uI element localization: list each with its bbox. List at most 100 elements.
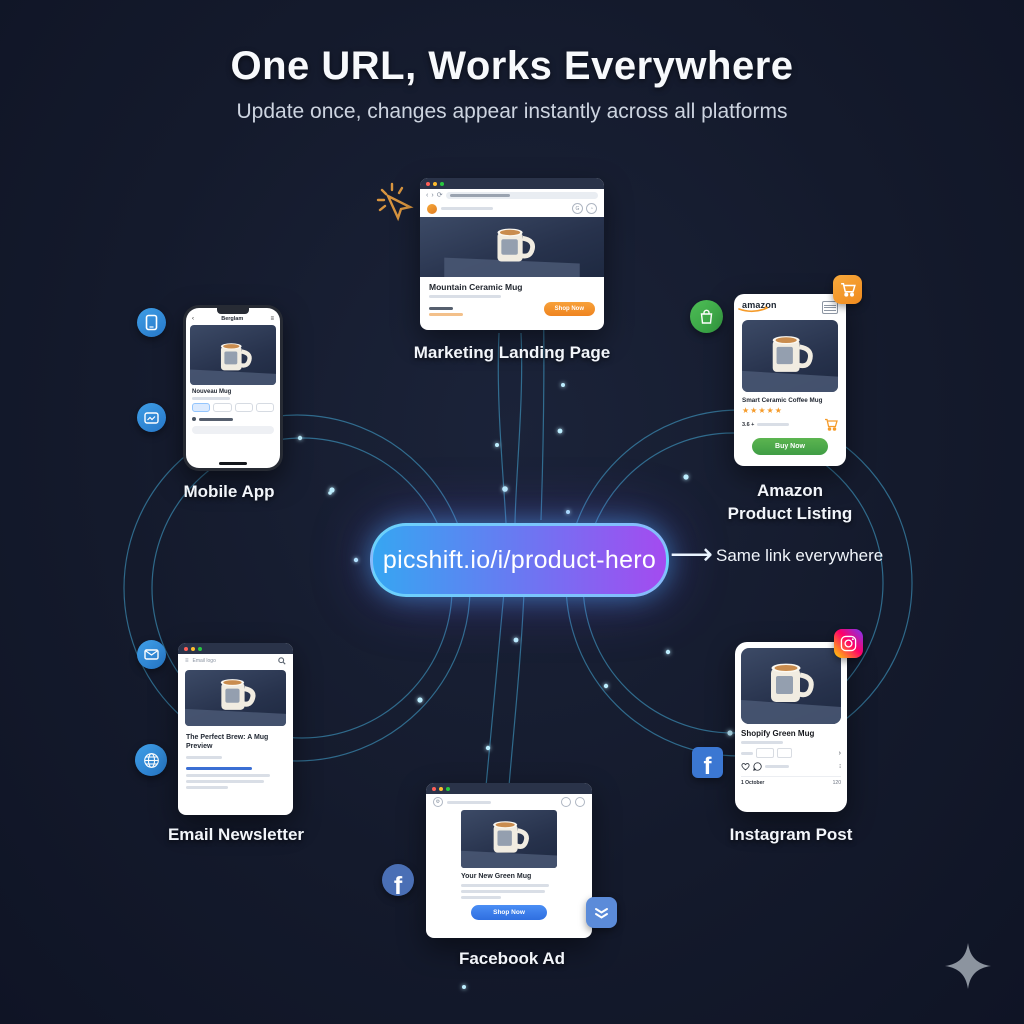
- back-icon[interactable]: ‹: [192, 316, 194, 322]
- location-pin-icon: [192, 417, 196, 421]
- back-icon[interactable]: ‹: [426, 192, 429, 199]
- email-newsletter-mockup: ≡ Email logo The Perfect Brew: A Mug Pre…: [178, 643, 293, 815]
- caption-placeholder: [765, 765, 789, 768]
- sparkle-icon: [945, 943, 991, 989]
- page-title: One URL, Works Everywhere: [230, 44, 794, 88]
- landing-titlebar: [420, 178, 604, 189]
- fb-toolbar-placeholder: [447, 800, 491, 804]
- email-toolbar-title: Email logo: [192, 657, 216, 664]
- site-name-placeholder: [441, 207, 493, 210]
- instagram-product-title: Shopify Green Mug: [741, 729, 815, 738]
- short-url-pill[interactable]: picshift.io/i/product-hero: [370, 523, 669, 597]
- mobile-input-placeholder[interactable]: [192, 426, 274, 434]
- fb-shop-button[interactable]: Shop Now: [471, 905, 547, 920]
- menu-icon[interactable]: ≡: [270, 316, 274, 322]
- landing-product-image: [420, 217, 604, 277]
- email-link-placeholder[interactable]: [186, 766, 252, 770]
- email-body-line: [186, 785, 228, 789]
- amazon-logo: amazon: [742, 300, 777, 310]
- tab-chip[interactable]: [234, 403, 253, 412]
- review-count-placeholder: [757, 423, 790, 426]
- amazon-product-title: Smart Ceramic Coffee Mug: [742, 397, 823, 404]
- facebook-product-image: [461, 810, 557, 868]
- mobile-tabs[interactable]: [186, 400, 280, 415]
- globe-icon: [135, 744, 167, 776]
- google-icon[interactable]: G: [572, 203, 583, 214]
- settings-icon[interactable]: [561, 797, 571, 807]
- landing-page-mockup: ‹ › ⟳ G ◔ Mountain Ceramic Mug: [420, 178, 604, 330]
- amazon-listing-mockup: amazon Smart Ceramic Coffee Mug ★★★★★ 3.…: [734, 294, 846, 466]
- tab-chip[interactable]: [213, 403, 232, 412]
- amazon-label-line1: Amazon: [756, 481, 824, 500]
- instagram-product-image: [741, 648, 841, 724]
- fb-body-line: [461, 884, 549, 887]
- mobile-location-row: [186, 415, 280, 423]
- minimize-dot-icon: [433, 181, 437, 186]
- instagram-count: 120: [832, 780, 841, 786]
- landing-header: G ◔: [420, 200, 604, 217]
- email-body-line: [186, 773, 270, 777]
- landing-product-title: Mountain Ceramic Mug: [429, 282, 523, 292]
- menu-grid-icon[interactable]: [822, 301, 838, 314]
- site-logo-icon: [427, 203, 437, 214]
- landing-product-info: Mountain Ceramic Mug Shop Now: [420, 277, 604, 316]
- landing-navbar: ‹ › ⟳: [420, 189, 604, 200]
- heart-icon[interactable]: [741, 762, 750, 771]
- mobile-price-placeholder: [192, 397, 230, 400]
- size-chip[interactable]: [756, 748, 774, 758]
- tab-chip[interactable]: [255, 403, 274, 412]
- facebook-product-title: Your New Green Mug: [461, 873, 532, 880]
- facebook-circle-icon: f: [382, 864, 414, 898]
- comment-icon[interactable]: [753, 762, 762, 771]
- landing-cta-button[interactable]: Shop Now: [543, 302, 595, 316]
- instagram-post-mockup: Shopify Green Mug › ⁝ 1 October 120: [735, 642, 847, 812]
- email-product-image: [185, 670, 286, 726]
- instagram-date: 1 October: [741, 780, 765, 786]
- banner-card-icon: [137, 403, 166, 432]
- mobile-location-placeholder: [199, 417, 233, 421]
- maximize-dot-icon: [440, 181, 444, 186]
- tab-chip[interactable]: [192, 403, 211, 412]
- fb-body-line: [461, 896, 501, 899]
- shopping-bag-icon: [690, 300, 723, 333]
- facebook-label: Facebook Ad: [458, 949, 566, 968]
- tagline-text: Same link everywhere: [716, 546, 884, 565]
- facebook-ad-mockup: ⚙ Your New Green Mug: [426, 783, 592, 938]
- smartphone-icon: [137, 308, 166, 337]
- right-arrow-icon: ⟶: [670, 538, 714, 571]
- menu-icon[interactable]: ≡: [185, 658, 189, 664]
- cart-icon[interactable]: [824, 418, 838, 431]
- buy-now-button[interactable]: Buy Now: [752, 438, 828, 455]
- amazon-product-image: [742, 320, 838, 392]
- amazon-smile-icon: [737, 305, 768, 313]
- more-dots-icon[interactable]: ⁝: [839, 764, 841, 770]
- size-chip[interactable]: [777, 748, 792, 758]
- cart-badge-icon: [833, 275, 862, 304]
- page-subtitle: Update once, changes appear instantly ac…: [236, 100, 788, 123]
- app-header-title: Berglam: [221, 316, 244, 322]
- email-body-line: [186, 779, 264, 783]
- gear-icon[interactable]: ⚙: [433, 797, 443, 807]
- phone-notch: [217, 308, 249, 314]
- landing-address-bar[interactable]: [445, 192, 598, 199]
- email-date-placeholder: [186, 755, 222, 759]
- reload-icon[interactable]: ⟳: [436, 192, 443, 199]
- instagram-icon: [834, 629, 863, 658]
- mail-icon: [137, 640, 166, 669]
- rating-stars: ★★★★★: [742, 406, 783, 415]
- instagram-label: Instagram Post: [729, 825, 853, 844]
- profile-icon[interactable]: [575, 797, 585, 807]
- click-cursor-icon: [376, 182, 414, 222]
- account-icon[interactable]: ◔: [586, 203, 597, 214]
- instagram-tag-placeholder: [741, 751, 753, 755]
- instagram-subtitle-placeholder: [741, 741, 783, 744]
- chevron-right-icon[interactable]: ›: [838, 749, 841, 757]
- mobile-product-image: [190, 325, 276, 385]
- amazon-label: Amazon Product Listing: [690, 480, 890, 526]
- close-dot-icon: [426, 181, 430, 186]
- rating-value: 3.6 +: [742, 421, 755, 428]
- forward-icon[interactable]: ›: [431, 192, 434, 199]
- email-label: Email Newsletter: [167, 825, 305, 844]
- search-icon[interactable]: [278, 657, 286, 665]
